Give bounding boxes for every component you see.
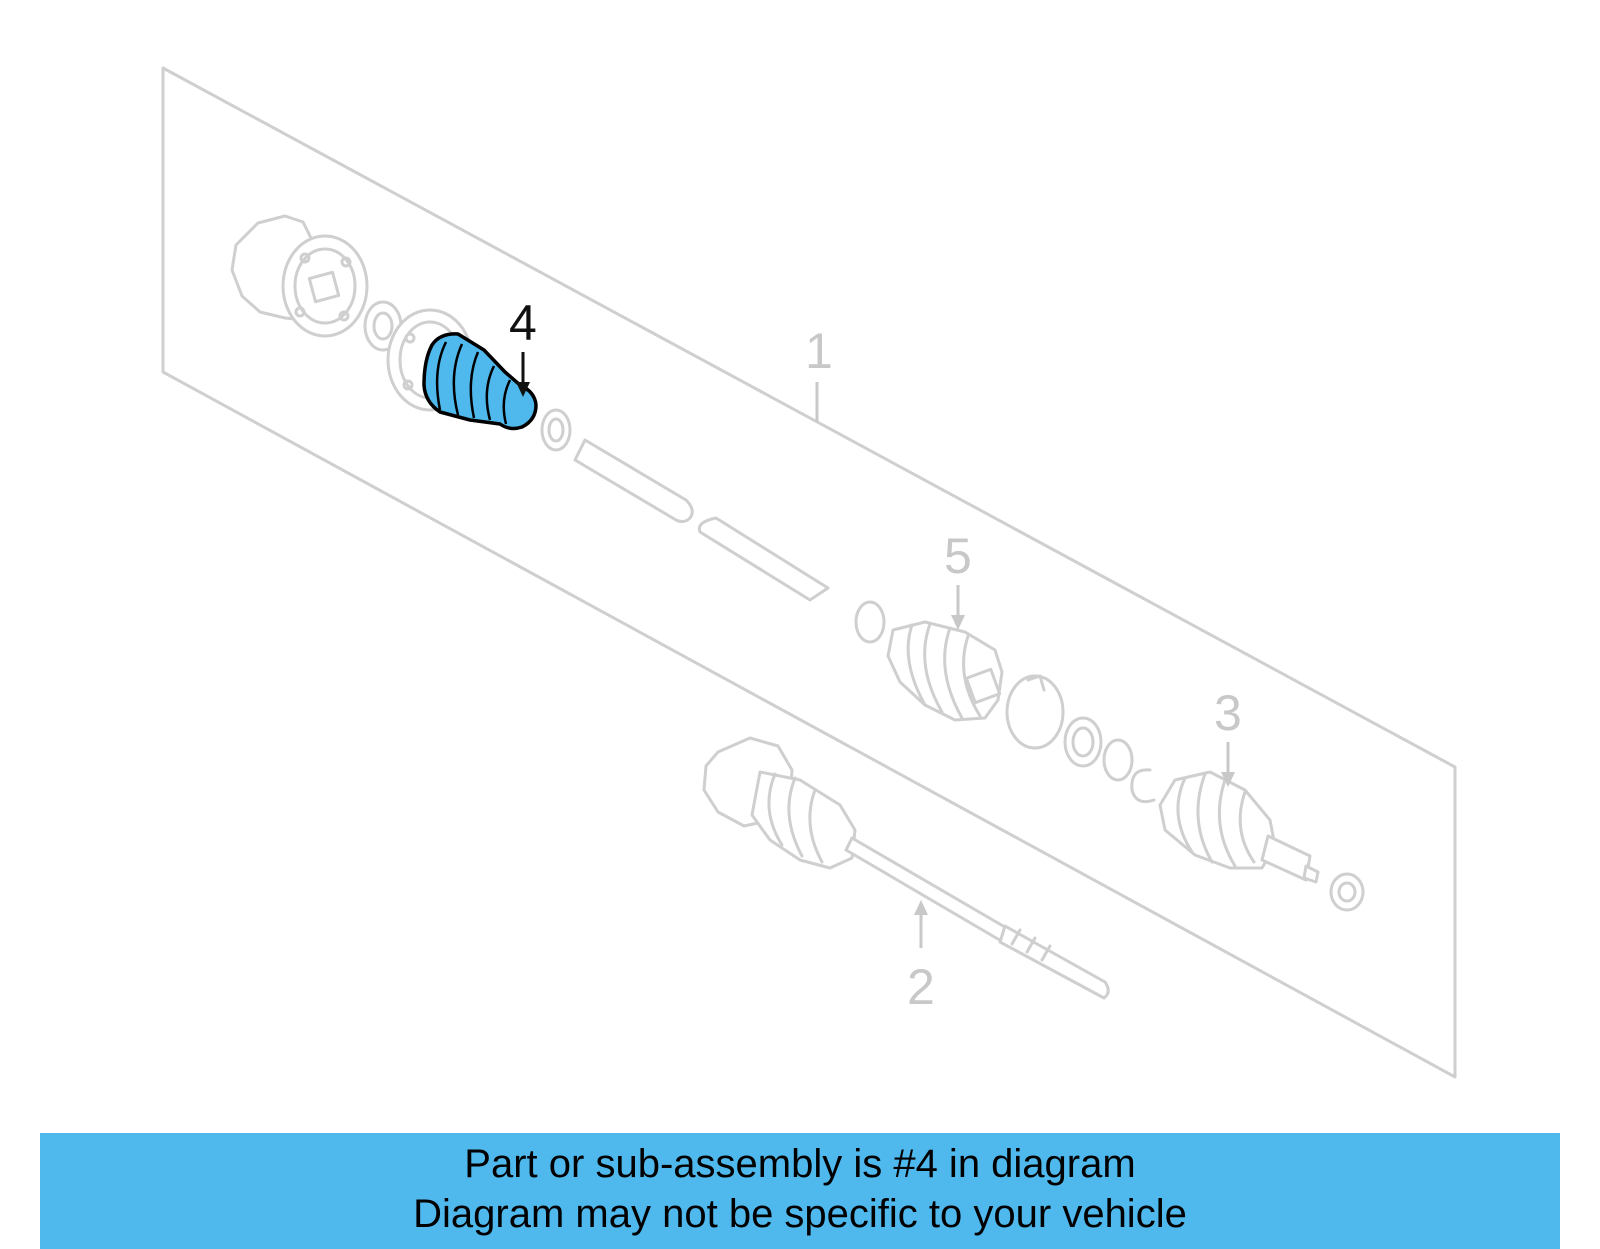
axle-nut-hole	[1337, 881, 1357, 903]
circlip	[1130, 768, 1156, 804]
axle-shaft-upper	[573, 438, 694, 524]
boot-clamp	[540, 408, 572, 452]
callout-2-arrow	[914, 900, 928, 915]
outer-cv-joint-part-3	[1158, 770, 1320, 884]
outer-ring	[1005, 674, 1065, 750]
outer-boot-part-5	[886, 620, 1004, 722]
washer-hole	[372, 311, 394, 341]
caption-line-2: Diagram may not be specific to your vehi…	[413, 1192, 1187, 1236]
spacer-ring	[1063, 716, 1103, 768]
boot-clamp-inner	[547, 417, 565, 443]
caption-bar: Part or sub-assembly is #4 in diagram Di…	[40, 1133, 1560, 1249]
outer-clamp	[854, 600, 886, 644]
callout-5-label: 5	[944, 528, 972, 584]
complete-axle-part-2	[702, 736, 1110, 1000]
assembly-panel	[161, 66, 1457, 1079]
caption-line-1: Part or sub-assembly is #4 in diagram	[464, 1142, 1136, 1186]
callout-4-arrow	[516, 382, 530, 397]
callout-2-label: 2	[907, 959, 935, 1015]
axle-shaft-lower	[697, 516, 830, 602]
callout-3-arrow	[1221, 772, 1235, 787]
dished-washer	[1102, 738, 1134, 782]
outer-ring-tab	[1026, 674, 1046, 692]
axle-nut	[1329, 872, 1365, 912]
callout-4-label: 4	[509, 295, 537, 351]
spacer-ring-hole	[1071, 726, 1095, 758]
cv-boot-part-4[interactable]	[422, 332, 538, 431]
inner-cv-flange	[230, 214, 369, 338]
callout-5-arrow	[951, 615, 965, 630]
callout-1-label: 1	[805, 323, 833, 379]
callout-3-label: 3	[1214, 685, 1242, 741]
